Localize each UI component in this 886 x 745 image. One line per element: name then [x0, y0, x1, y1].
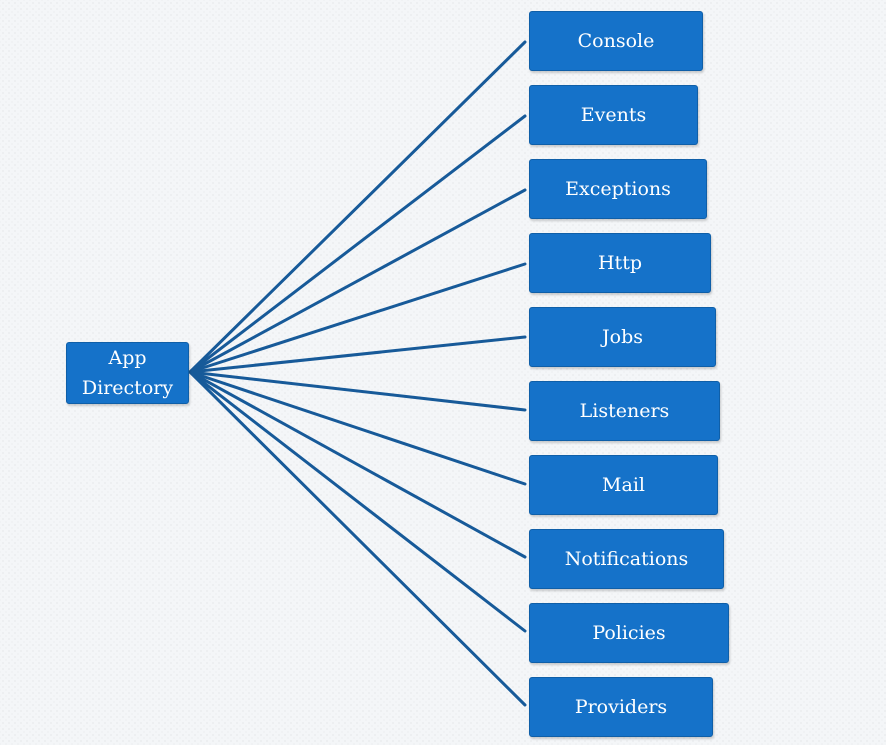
connector-line-exceptions — [188, 188, 527, 374]
child-node-label: Jobs — [602, 326, 643, 348]
root-node-app-directory: App Directory — [66, 342, 189, 404]
child-node-label: Http — [597, 252, 642, 274]
connector-line-jobs — [188, 335, 527, 374]
connector-line-notifications — [188, 370, 527, 559]
child-node-label: Mail — [602, 474, 645, 496]
connector-line-mail — [188, 370, 527, 486]
child-node-policies: Policies — [529, 603, 729, 663]
connector-line-events — [188, 114, 527, 374]
child-node-label: Exceptions — [565, 178, 671, 200]
connector-line-policies — [188, 370, 527, 633]
child-node-events: Events — [529, 85, 698, 145]
connector-line-console — [188, 40, 527, 374]
child-node-label: Listeners — [579, 400, 670, 422]
connector-line-http — [188, 262, 527, 374]
child-node-notifications: Notifications — [529, 529, 724, 589]
child-node-label: Console — [577, 30, 655, 52]
root-node-label: App Directory — [81, 347, 174, 399]
child-node-exceptions: Exceptions — [529, 159, 707, 219]
child-node-label: Events — [580, 104, 647, 126]
child-node-jobs: Jobs — [529, 307, 716, 367]
child-node-label: Notifications — [564, 548, 689, 570]
child-node-mail: Mail — [529, 455, 718, 515]
child-node-listeners: Listeners — [529, 381, 720, 441]
child-node-http: Http — [529, 233, 711, 293]
child-node-label: Policies — [592, 622, 666, 644]
child-node-label: Providers — [574, 696, 668, 718]
child-node-providers: Providers — [529, 677, 713, 737]
connector-line-providers — [188, 370, 527, 707]
child-node-console: Console — [529, 11, 703, 71]
connector-line-listeners — [188, 370, 527, 412]
